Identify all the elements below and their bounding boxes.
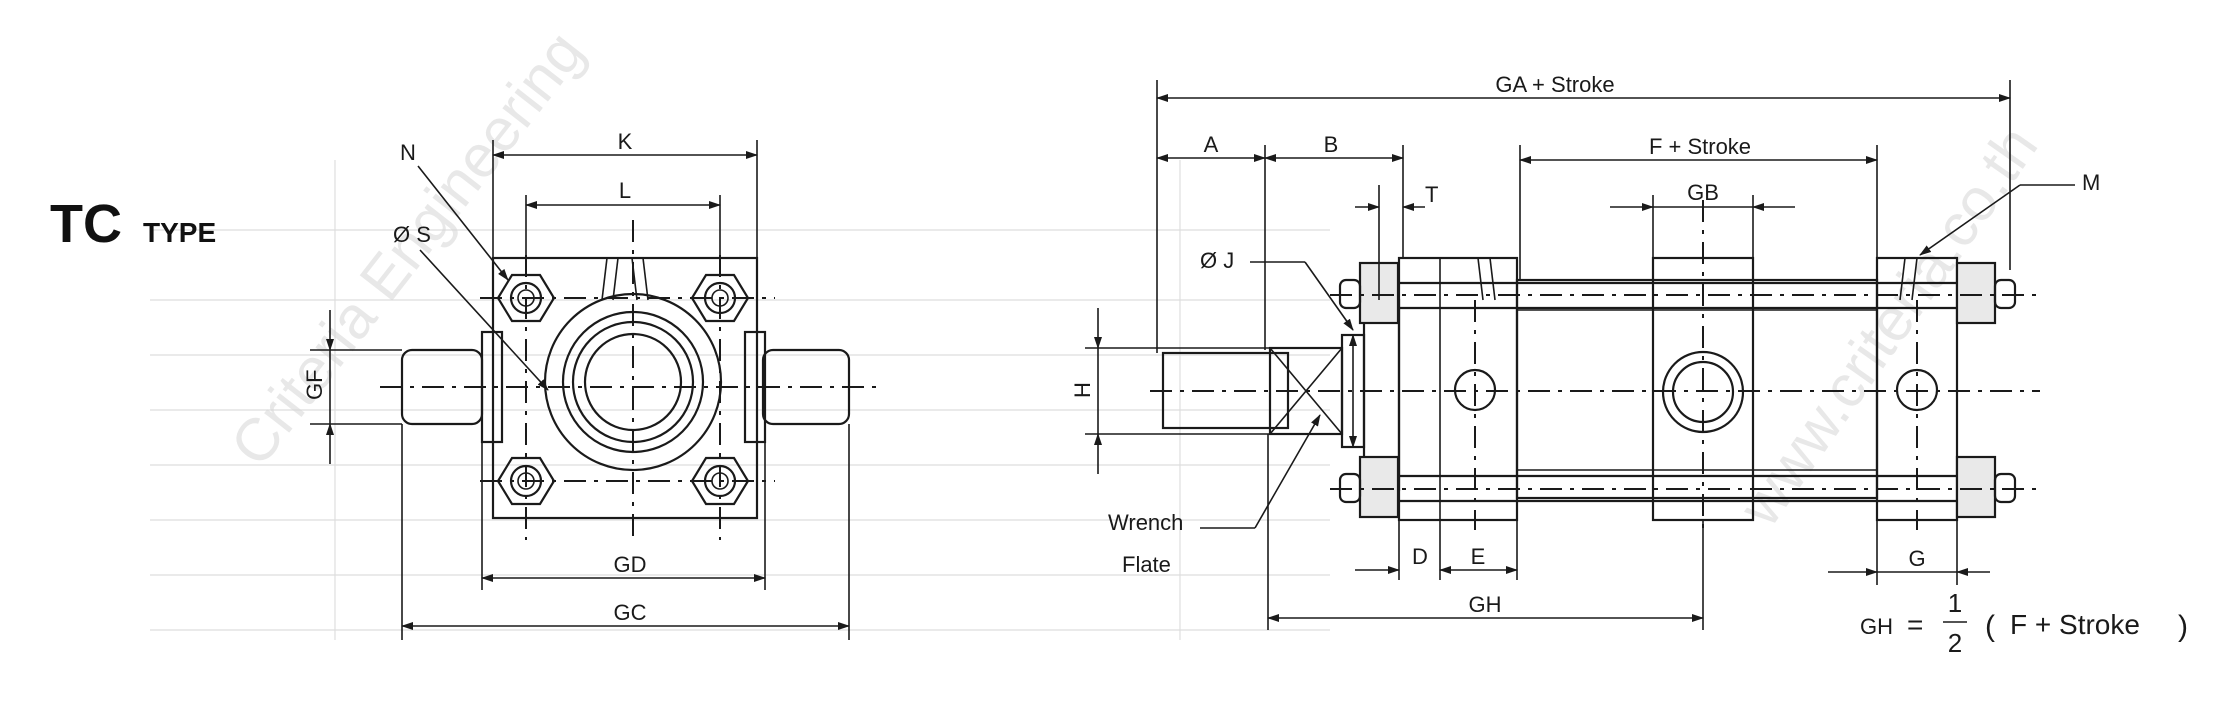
label-a: A xyxy=(1204,132,1219,157)
label-gh: GH xyxy=(1469,592,1502,617)
label-e: E xyxy=(1471,544,1486,569)
label-n: N xyxy=(400,140,416,165)
head-cover xyxy=(1397,256,1519,522)
label-gf: GF xyxy=(302,369,327,400)
label-t: T xyxy=(1425,182,1438,207)
formula-denominator: 2 xyxy=(1948,628,1962,658)
label-gc: GC xyxy=(614,600,647,625)
label-l: L xyxy=(619,178,631,203)
formula-paren-close: ) xyxy=(2178,610,2188,643)
label-d: D xyxy=(1412,544,1428,569)
label-gb: GB xyxy=(1687,180,1719,205)
formula-equals: = xyxy=(1907,609,1923,640)
label-ga-stroke: GA + Stroke xyxy=(1495,72,1614,97)
type-title-sub: TYPE xyxy=(143,217,216,248)
label-h: H xyxy=(1070,382,1095,398)
tie-rod-nut-side-bl xyxy=(1358,455,1400,519)
label-f-stroke: F + Stroke xyxy=(1649,134,1751,159)
label-k: K xyxy=(618,129,633,154)
watermark-left: Criteria Engineering xyxy=(217,19,596,478)
label-wrench: Wrench xyxy=(1108,510,1183,535)
label-gd: GD xyxy=(614,552,647,577)
rod-bore-inner xyxy=(571,320,695,444)
tie-rod-nut-side-br xyxy=(1955,455,1997,519)
formula-expression: F + Stroke xyxy=(2010,609,2140,640)
formula-numerator: 1 xyxy=(1948,588,1962,618)
label-g: G xyxy=(1908,546,1925,571)
side-view: GA + Stroke A B T F + Stroke GB M Ø J xyxy=(1070,72,2100,630)
label-j: Ø J xyxy=(1200,248,1234,273)
formula-gh: GH xyxy=(1860,614,1893,639)
head-plate xyxy=(491,256,759,520)
background-table-grid xyxy=(150,160,1330,640)
tie-rod-nut-side-tr xyxy=(1955,261,1997,325)
front-view: K L N Ø S GF GD GC xyxy=(302,129,880,640)
formula-paren-open: ( xyxy=(1985,610,1995,643)
type-title-main: TC xyxy=(50,194,122,254)
label-flate: Flate xyxy=(1122,552,1171,577)
label-b: B xyxy=(1324,132,1339,157)
gh-formula: GH = 1 2 ( F + Stroke ) xyxy=(1860,588,2188,658)
label-s: Ø S xyxy=(393,222,431,247)
label-m: M xyxy=(2082,170,2100,195)
